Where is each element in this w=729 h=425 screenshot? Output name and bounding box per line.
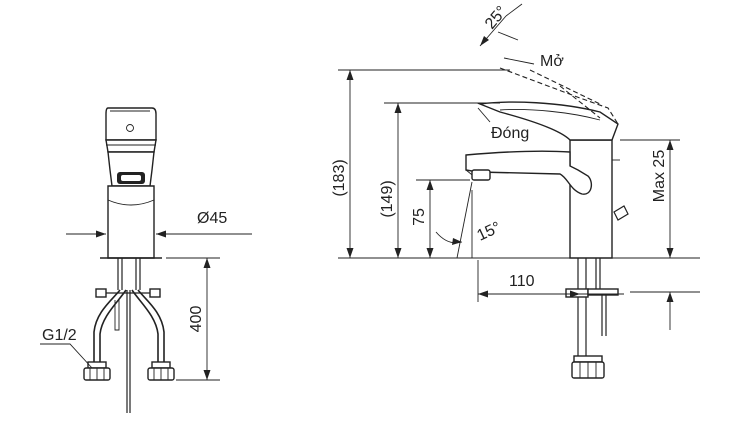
front-body: [107, 185, 155, 259]
open-label: Mở: [540, 53, 564, 70]
closed-label: Đóng: [491, 125, 529, 142]
diameter-label: Ø45: [197, 210, 227, 227]
side-view: (183) (149) 75 15° 110 Max 25: [331, 3, 700, 379]
hose-length-label: 400: [188, 306, 205, 333]
side-body: [569, 139, 613, 259]
side-handle-closed: [477, 101, 619, 141]
side-spout: [465, 150, 593, 195]
side-handle-open: [499, 67, 619, 125]
max-thickness-label: Max 25: [651, 150, 668, 203]
thread-label: G1/2: [42, 327, 77, 344]
spout-top-height-label: (149): [379, 180, 396, 217]
spout-outlet-height-label: 75: [411, 208, 428, 226]
spout-angle-label: 15°: [475, 219, 504, 245]
open-angle-label: 25°: [482, 3, 511, 32]
overall-height-label: (183): [331, 159, 348, 196]
front-view: Ø45 400 G1/2: [40, 107, 252, 413]
handle-screw-icon: [126, 124, 134, 132]
front-handle: [105, 107, 157, 141]
reach-label: 110: [509, 273, 535, 290]
